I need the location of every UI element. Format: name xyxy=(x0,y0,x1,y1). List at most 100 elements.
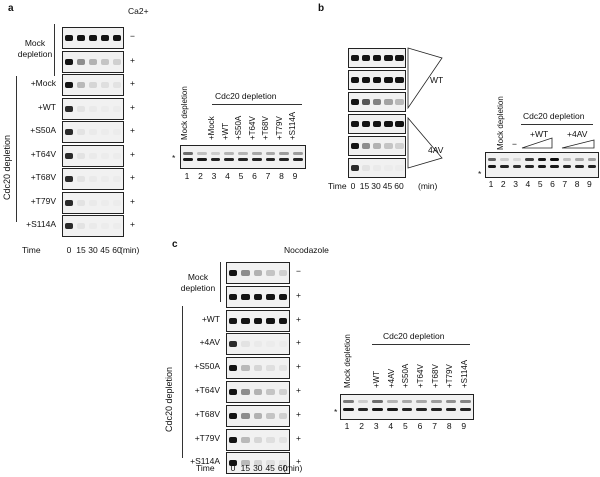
blot-band xyxy=(65,152,73,159)
lane-number: 5 xyxy=(238,171,244,181)
blot-row-gel xyxy=(62,191,124,214)
western-lane-label: +S50A xyxy=(401,363,411,388)
western-band xyxy=(488,158,497,161)
western-band xyxy=(550,165,559,168)
blot-band xyxy=(65,223,73,229)
blot-band xyxy=(361,55,371,61)
blot-band xyxy=(266,436,275,443)
western-lane-label: +T64V xyxy=(247,116,257,140)
western-band xyxy=(265,152,276,155)
western-band xyxy=(293,158,303,161)
western-band xyxy=(251,152,262,155)
blot-band xyxy=(65,82,73,88)
blot-band xyxy=(350,121,359,127)
panel-b-western-dash: − xyxy=(512,139,517,149)
blot-band xyxy=(372,55,382,61)
western-band xyxy=(575,165,584,168)
blot-band xyxy=(229,317,238,324)
blot-band xyxy=(229,341,238,348)
western-band xyxy=(372,400,383,403)
western-lane-label: +Mock xyxy=(207,116,216,140)
blot-row-sign: + xyxy=(296,361,301,372)
blot-band xyxy=(229,270,238,276)
western-band xyxy=(562,158,572,161)
blot-band xyxy=(384,77,393,83)
lane-number: 6 xyxy=(252,171,257,181)
lane-number: 3 xyxy=(211,171,217,181)
blot-band xyxy=(253,389,263,395)
blot-band xyxy=(241,317,250,324)
western-band xyxy=(196,152,207,155)
western-band xyxy=(210,152,221,155)
lane-number: 9 xyxy=(292,171,298,181)
lane-number: 3 xyxy=(513,179,518,189)
western-band xyxy=(183,158,193,161)
blot-band xyxy=(384,143,393,149)
panel-a-time-label: Time xyxy=(22,245,41,255)
blot-band xyxy=(113,106,121,112)
blot-band xyxy=(278,317,287,324)
blot-row-sign: + xyxy=(296,456,301,467)
lane-number: 4 xyxy=(525,179,531,189)
western-lane-label: +S114A xyxy=(288,111,297,140)
blot-band xyxy=(77,105,85,112)
western-band xyxy=(525,158,534,161)
blot-row-label: +S50A xyxy=(30,125,56,135)
blot-row-gel xyxy=(62,144,124,167)
western-lane-label: +WT xyxy=(220,122,230,140)
blot-band xyxy=(253,436,263,443)
blot-band xyxy=(266,270,275,276)
western-lane-label: +S114A xyxy=(459,359,469,388)
panel-a-time-unit: (min) xyxy=(120,245,140,255)
blot-row-label: +T79V xyxy=(30,195,56,206)
lane-number: 1 xyxy=(184,171,190,181)
blot-band xyxy=(278,389,287,395)
panel-a-cdc20-bracket xyxy=(16,76,17,222)
lane-number: 5 xyxy=(403,421,408,431)
blot-band xyxy=(266,460,275,467)
blot-row-label: +T68V xyxy=(194,408,220,419)
western-band xyxy=(279,158,290,161)
lane-number: 8 xyxy=(574,179,580,189)
blot-row-sign: + xyxy=(130,195,135,206)
panel-b-wt-triangle xyxy=(407,47,443,110)
panel-b-time-unit: (min) xyxy=(418,181,438,191)
time-point-label: 30 xyxy=(371,181,381,191)
blot-band xyxy=(361,143,371,149)
blot-band xyxy=(89,176,97,182)
blot-band xyxy=(101,35,109,41)
time-point-label: 60 xyxy=(277,463,288,473)
blot-band xyxy=(253,460,263,467)
western-band xyxy=(512,158,522,161)
blot-row-sign: + xyxy=(296,337,301,348)
western-band xyxy=(431,408,442,411)
time-point-label: 30 xyxy=(253,463,263,473)
blot-band xyxy=(395,143,404,149)
western-lane-label: Mock depletion xyxy=(180,86,189,140)
blot-row-gel xyxy=(348,92,406,112)
panel-a-western-asterisk: * xyxy=(172,153,176,163)
blot-row-gel xyxy=(226,381,290,403)
blot-row-sign: + xyxy=(296,313,301,324)
lane-number: 3 xyxy=(373,421,379,431)
blot-row-sign: + xyxy=(130,172,135,182)
blot-band xyxy=(350,77,359,83)
western-band xyxy=(210,158,221,161)
western-band xyxy=(196,158,207,161)
blot-band xyxy=(65,129,73,135)
blot-row-gel xyxy=(62,168,124,190)
blot-band xyxy=(65,105,73,112)
blot-band xyxy=(65,35,73,41)
panel-c-western-blot xyxy=(340,394,474,420)
blot-band xyxy=(113,129,121,135)
panel-a-western-header-line xyxy=(212,104,302,105)
blot-band xyxy=(361,165,371,171)
blot-row-gel xyxy=(62,121,124,143)
lane-number: 7 xyxy=(562,179,568,189)
blot-band xyxy=(278,293,287,300)
blot-row-label: +S114A xyxy=(190,456,220,467)
blot-row-gel xyxy=(348,48,406,68)
lane-number: 6 xyxy=(417,421,423,431)
blot-band xyxy=(395,55,404,61)
blot-band xyxy=(229,460,238,467)
